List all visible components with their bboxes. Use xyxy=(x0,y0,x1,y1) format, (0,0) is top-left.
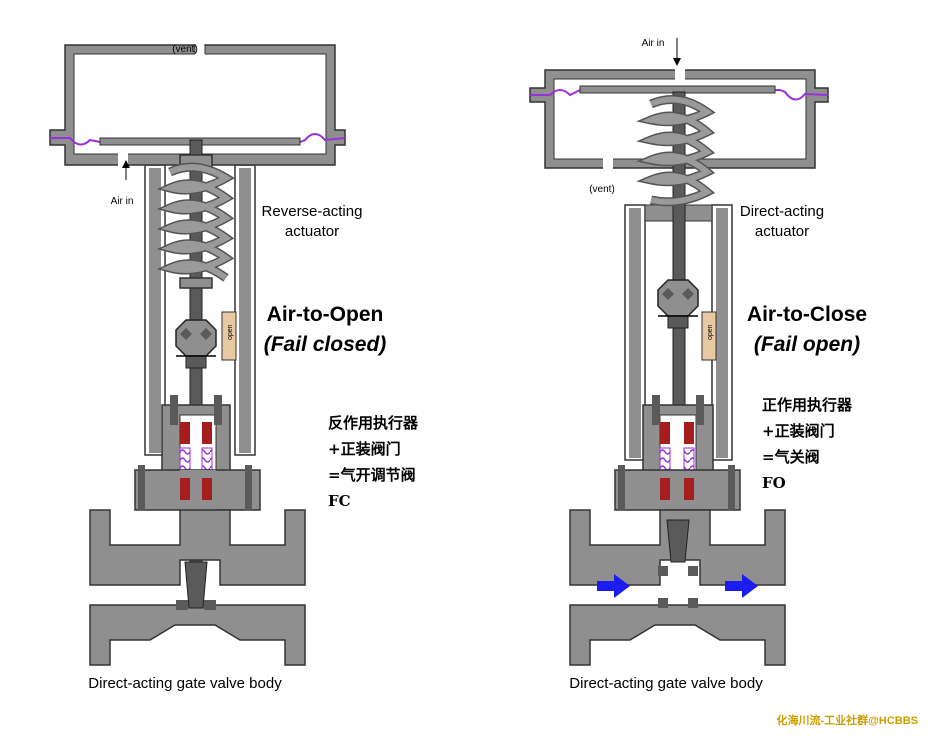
left-air-in-label: Air in xyxy=(111,196,134,207)
left-vent-label: (vent) xyxy=(172,44,198,55)
left-valve: open xyxy=(49,44,419,692)
left-position-indicator: open xyxy=(221,311,237,361)
left-valve-body xyxy=(89,509,306,666)
right-gate xyxy=(666,519,690,563)
left-cn-line-3: =气开调节阀 xyxy=(328,466,416,484)
left-cn-line-4: FC xyxy=(328,492,351,510)
right-cn-line-1: 正作用执行器 xyxy=(762,396,853,414)
left-cn-line-2: +正装阀门 xyxy=(328,440,401,458)
left-indicator-label: open xyxy=(227,324,234,340)
watermark: 化海川流-工业社群@HCBBS xyxy=(776,713,918,727)
right-flow-arrow-in xyxy=(597,574,630,598)
left-subtitle: (Fail closed) xyxy=(264,333,387,356)
right-air-in-label: Air in xyxy=(642,38,665,49)
right-indicator-label: open xyxy=(707,324,714,340)
left-cn-line-1: 反作用执行器 xyxy=(328,414,419,432)
right-bonnet xyxy=(614,395,741,511)
right-spring xyxy=(636,95,716,207)
left-stem-connector xyxy=(175,319,217,369)
right-cn-line-4: FO xyxy=(762,474,786,492)
right-subtitle: (Fail open) xyxy=(754,333,860,356)
right-body-label: Direct-acting gate valve body xyxy=(569,675,763,692)
left-actuator-type-line1: Reverse-acting xyxy=(262,203,363,220)
right-packing-lower xyxy=(660,478,670,500)
right-actuator-type-line2: actuator xyxy=(755,223,809,240)
left-body-label: Direct-acting gate valve body xyxy=(88,675,282,692)
right-vent-label: (vent) xyxy=(589,184,615,195)
right-title: Air-to-Close xyxy=(747,303,867,326)
right-position-indicator: open xyxy=(701,311,717,361)
left-title: Air-to-Open xyxy=(267,303,384,326)
right-packing-upper xyxy=(660,422,670,444)
right-cn-line-3: =气关阀 xyxy=(762,448,820,466)
right-valve: open xyxy=(529,38,867,692)
right-valve-body xyxy=(569,509,786,666)
left-actuator-type-line2: actuator xyxy=(285,223,339,240)
right-stem-connector xyxy=(657,279,699,329)
right-actuator-type-line1: Direct-acting xyxy=(740,203,824,220)
left-spring xyxy=(156,154,235,289)
left-gate xyxy=(184,561,208,609)
right-flow-arrow-out xyxy=(725,574,758,598)
left-packing-upper xyxy=(180,422,190,444)
right-cn-line-2: +正装阀门 xyxy=(762,422,835,440)
